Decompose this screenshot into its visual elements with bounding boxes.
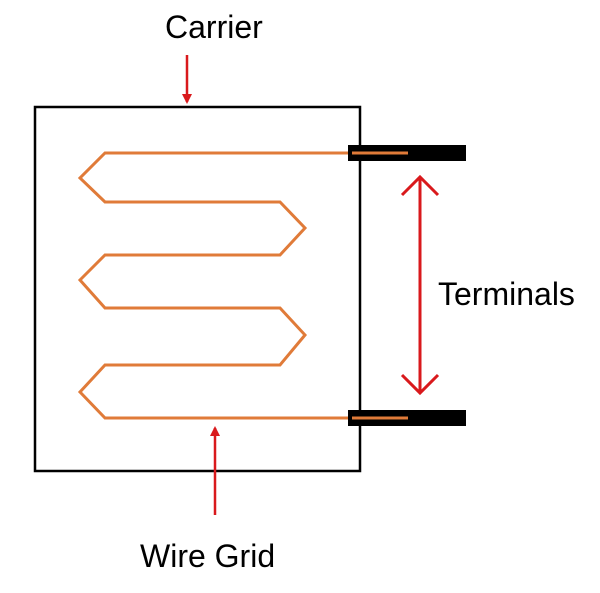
carrier-body [33, 105, 362, 473]
terminals-arrow-head-top [400, 174, 440, 197]
terminals-label: Terminals [438, 276, 575, 312]
wire-grid-label: Wire Grid [140, 538, 275, 574]
wire-grid-trace [77, 151, 408, 420]
terminals-arrow-head-bottom [400, 373, 440, 396]
carrier-label: Carrier [165, 9, 263, 45]
